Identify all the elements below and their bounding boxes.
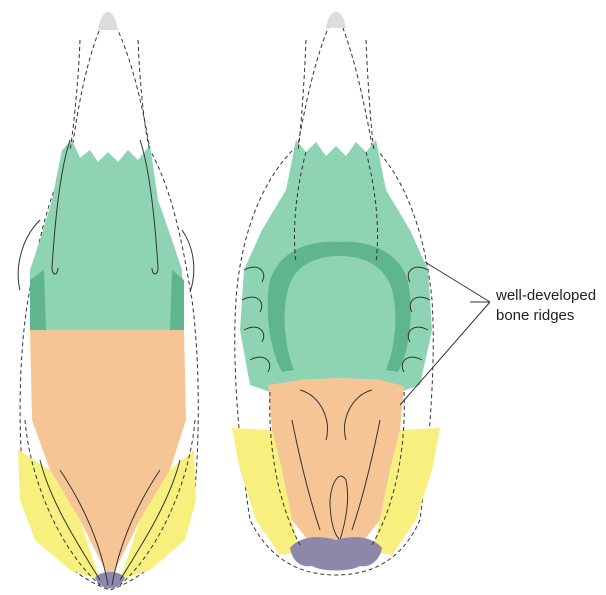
right-skull	[232, 12, 440, 575]
left-skull	[18, 12, 198, 590]
left-green-region	[30, 140, 184, 338]
callout-label-line1: well-developed	[495, 287, 596, 304]
right-beak-tip	[326, 12, 346, 28]
left-beak-tip	[98, 12, 118, 30]
callout-label-line2: bone ridges	[496, 307, 574, 324]
left-green-edge-left	[30, 270, 46, 330]
left-green-edge-right	[170, 270, 184, 330]
right-purple-base	[290, 537, 382, 570]
